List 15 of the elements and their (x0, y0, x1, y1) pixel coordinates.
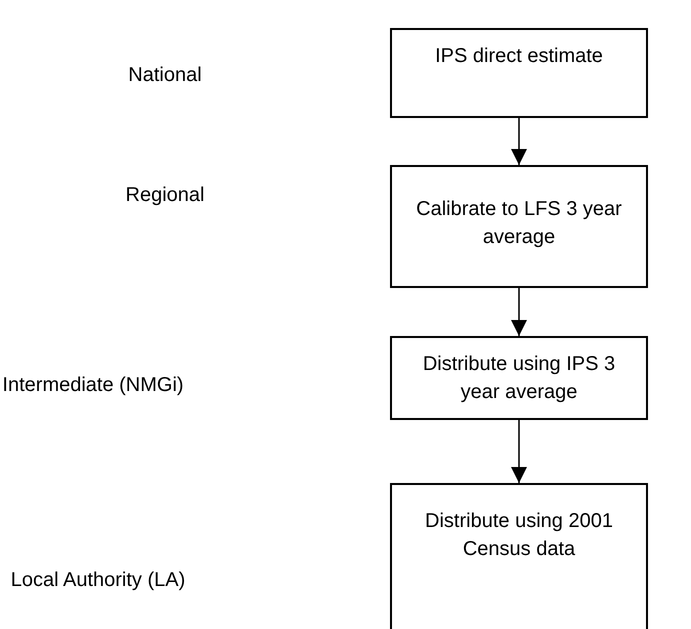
level-label: Regional (126, 183, 204, 207)
step-text: IPS direct estimate (434, 44, 604, 69)
step-text: Calibrate to LFS 3 year average (415, 197, 623, 250)
step-text: Distribute using IPS 3 year average (422, 352, 616, 405)
process-box (390, 165, 648, 288)
step-text: Distribute using 2001 Census data (424, 509, 614, 562)
level-label: Local Authority (LA) (10, 568, 186, 592)
level-label: Intermediate (NMGi) (2, 373, 184, 397)
process-box (390, 483, 648, 629)
process-box (390, 28, 648, 118)
arrow (511, 118, 527, 165)
process-box (390, 336, 648, 420)
level-label: National (128, 63, 202, 87)
arrow (511, 420, 527, 483)
arrow (511, 288, 527, 336)
